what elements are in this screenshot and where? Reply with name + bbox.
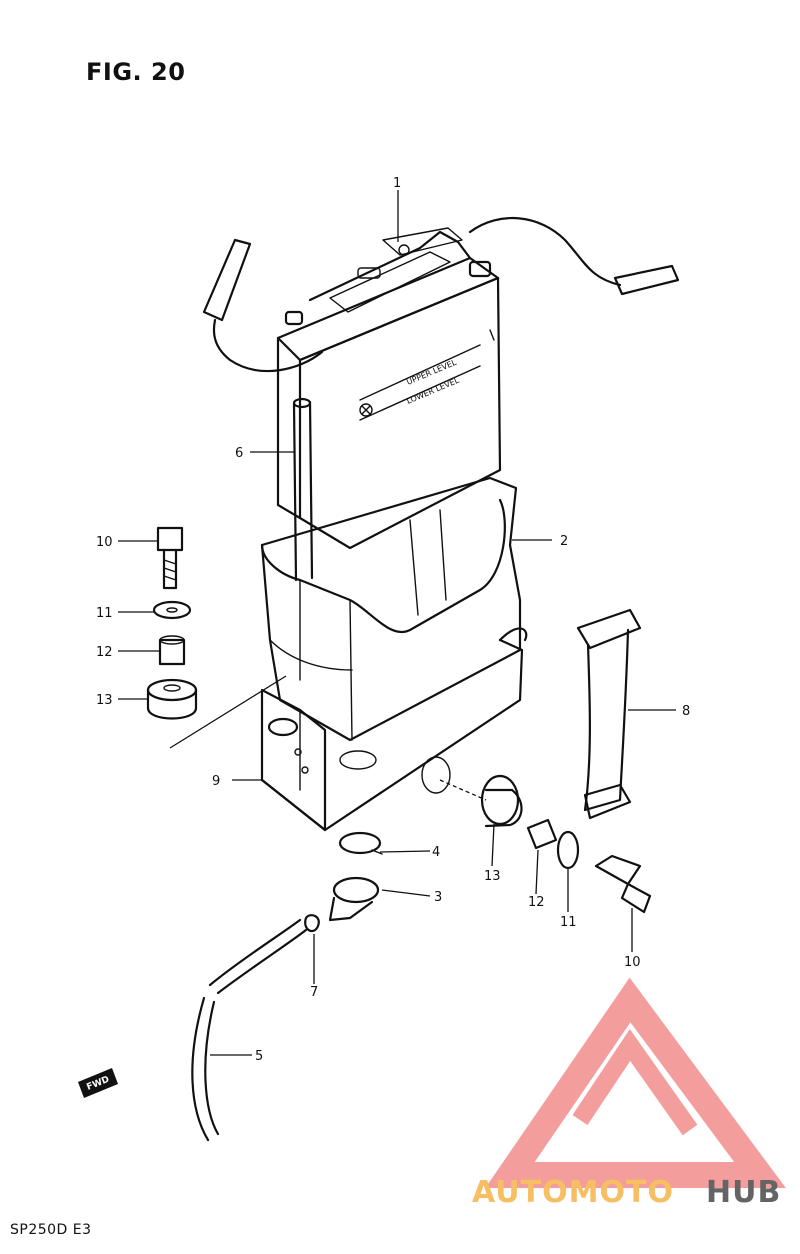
battery-tray (260, 627, 528, 832)
callout-9: 9 (212, 774, 220, 789)
washer-right (556, 830, 580, 870)
watermark-logo: AUTOMOTO HUB (472, 977, 786, 1210)
battery: UPPER LEVEL LOWER LEVEL (202, 216, 680, 550)
callout-11a: 11 (96, 606, 113, 621)
watermark-text-dark: HUB (706, 1175, 781, 1210)
callout-13b: 13 (484, 869, 501, 884)
bolt-left (156, 526, 184, 590)
callout-1: 1 (393, 176, 401, 191)
watermark-text-colored: AUTOMOTO (472, 1175, 674, 1210)
callout-3: 3 (434, 890, 442, 905)
callout-4: 4 (432, 845, 440, 860)
callout-7: 7 (310, 985, 318, 1000)
battery-case (260, 476, 522, 742)
callout-10b: 10 (624, 955, 641, 970)
breather-pipe (292, 397, 314, 582)
model-code: SP250D E3 (10, 1222, 92, 1238)
callout-12a: 12 (96, 645, 113, 660)
hose-clip (304, 914, 320, 933)
watermark-triangle (485, 977, 786, 1188)
callout-12b: 12 (528, 895, 545, 910)
battery-strap (576, 608, 642, 820)
drain-elbow (328, 876, 380, 922)
bolt-right (594, 854, 652, 914)
grommet-right (480, 774, 523, 828)
callout-10a: 10 (96, 535, 113, 550)
collar-right (526, 818, 558, 850)
callout-8: 8 (682, 704, 690, 719)
collar-left (158, 635, 186, 666)
callout-leaders (118, 190, 676, 1056)
callout-11b: 11 (560, 915, 577, 930)
callout-13a: 13 (96, 693, 113, 708)
callout-2: 2 (560, 534, 568, 549)
callout-5: 5 (255, 1049, 263, 1064)
clamp (338, 831, 383, 855)
figure-title: FIG. 20 (86, 58, 186, 86)
forward-arrow: FWD (78, 1068, 118, 1098)
grommet-left (146, 678, 198, 720)
drain-hose (191, 918, 308, 1142)
callout-6: 6 (235, 446, 243, 461)
washer-left (152, 600, 192, 620)
